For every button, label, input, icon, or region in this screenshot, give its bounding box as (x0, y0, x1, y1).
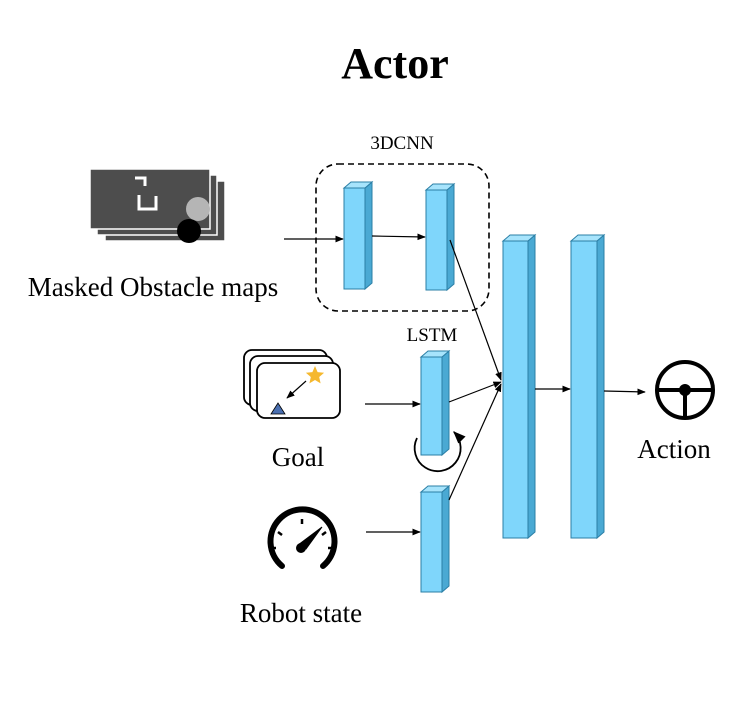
arrow-cnn-to-fusion (449, 239, 502, 381)
arrow-to-action (603, 388, 646, 396)
fusion-layer-2 (569, 233, 606, 540)
arrow-lstm-to-fusion (448, 381, 502, 403)
loop-arrow-icon (413, 431, 466, 473)
lstm-label: LSTM (407, 325, 458, 346)
speedometer-icon (267, 506, 338, 569)
obstacle-maps-label: Masked Obstacle maps (28, 272, 278, 302)
cnn-layer-2 (424, 182, 456, 292)
goal-star-icon (305, 366, 325, 384)
arrow-cnn1-to-cnn2 (371, 233, 426, 241)
robot-state-layer (419, 484, 451, 594)
goal-label: Goal (272, 442, 324, 472)
robot-marker-icon (270, 402, 286, 415)
robot-state-label: Robot state (240, 598, 362, 628)
lstm-layer (419, 349, 451, 457)
fusion-layer-1 (501, 233, 537, 540)
obstacle-map-stack-icon (89, 168, 226, 243)
goal-map-stack-icon (243, 349, 341, 419)
cnn-group-box (315, 163, 490, 312)
cnn-layer-1 (342, 180, 374, 291)
connection-arrows (284, 233, 646, 536)
cnn-label: 3DCNN (370, 133, 434, 154)
arrow-state-layer-to-fusion (448, 383, 502, 501)
steering-wheel-icon (655, 360, 715, 420)
diagram-title: Actor (341, 39, 449, 88)
action-label: Action (637, 434, 711, 464)
